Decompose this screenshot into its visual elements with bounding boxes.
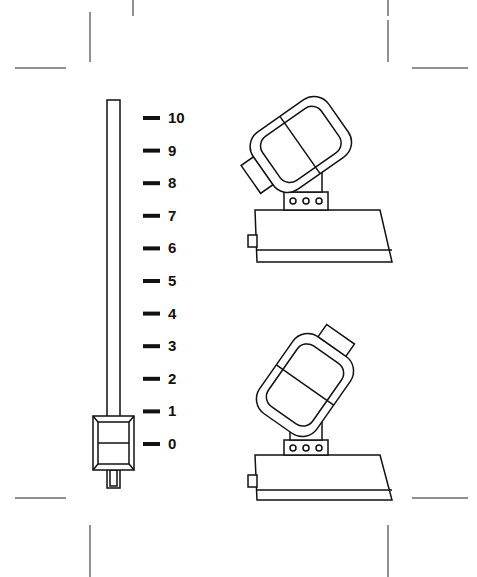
scale-tick	[143, 246, 160, 250]
scale-number: 7	[168, 208, 176, 224]
fader-knob	[93, 416, 134, 470]
scale-tick	[143, 409, 160, 413]
scale-tick	[143, 442, 160, 446]
scale-tick	[143, 312, 160, 316]
scale-tick	[143, 116, 160, 120]
scale-number: 5	[168, 273, 176, 289]
scale-number: 3	[168, 338, 176, 354]
moving-head-upper	[231, 89, 392, 262]
scale-tick	[143, 377, 160, 381]
scale-number: 2	[168, 371, 176, 387]
scale-number: 9	[168, 143, 176, 159]
scale-number: 8	[168, 175, 176, 191]
scale-tick	[143, 279, 160, 283]
scale-number: 6	[168, 240, 176, 256]
scale-number: 10	[168, 110, 185, 126]
scale-number: 0	[168, 436, 176, 452]
crop-marks	[15, 0, 468, 577]
scale-tick	[143, 181, 160, 185]
scale-tick	[143, 214, 160, 218]
scale-number: 4	[168, 306, 176, 322]
scale-tick	[143, 344, 160, 348]
scale-ticks	[143, 116, 160, 446]
scale-tick	[143, 149, 160, 153]
moving-head-lower	[248, 314, 392, 500]
scale-number: 1	[168, 403, 176, 419]
